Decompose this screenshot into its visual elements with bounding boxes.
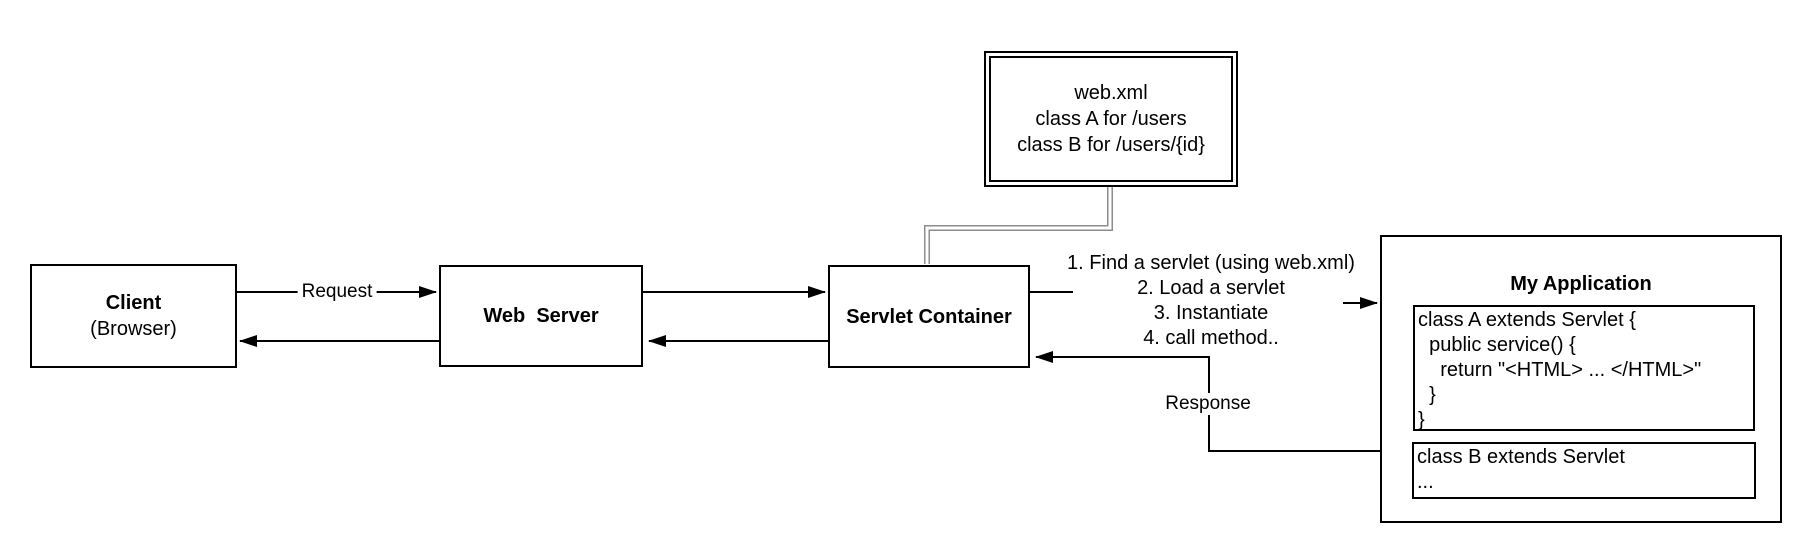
request-edge-label: Request	[297, 281, 377, 303]
client-subtitle: (Browser)	[90, 318, 177, 340]
webxml-link-connector-core	[925, 187, 1112, 264]
step-2: 2. Load a servlet	[1137, 277, 1285, 299]
webxml-mapping-b: class B for /users/{id}	[1017, 134, 1205, 156]
response-edge-label: Response	[1161, 393, 1255, 415]
webxml-node-inner: web.xml class A for /users class B for /…	[989, 56, 1233, 182]
my-application-node: My Application class A extends Servlet {…	[1380, 235, 1782, 523]
step-4: 4. call method..	[1143, 327, 1279, 349]
class-a-code-block: class A extends Servlet { public service…	[1413, 305, 1755, 431]
web-server-title: Web Server	[483, 305, 599, 327]
servlet-container-title: Servlet Container	[846, 305, 1012, 328]
my-application-title: My Application	[1510, 273, 1652, 295]
class-b-code-block: class B extends Servlet ...	[1412, 442, 1756, 499]
webxml-mapping-a: class A for /users	[1035, 108, 1187, 130]
client-node: Client (Browser)	[30, 264, 237, 368]
step-1: 1. Find a servlet (using web.xml)	[1067, 252, 1355, 274]
servlet-steps-list: 1. Find a servlet (using web.xml) 2. Loa…	[1046, 251, 1376, 351]
webxml-node: web.xml class A for /users class B for /…	[984, 51, 1238, 187]
client-title: Client	[105, 292, 162, 314]
servlet-container-node: Servlet Container	[828, 265, 1030, 368]
web-server-node: Web Server	[439, 265, 643, 367]
webxml-title: web.xml	[1074, 82, 1148, 104]
step-3: 3. Instantiate	[1153, 302, 1269, 324]
